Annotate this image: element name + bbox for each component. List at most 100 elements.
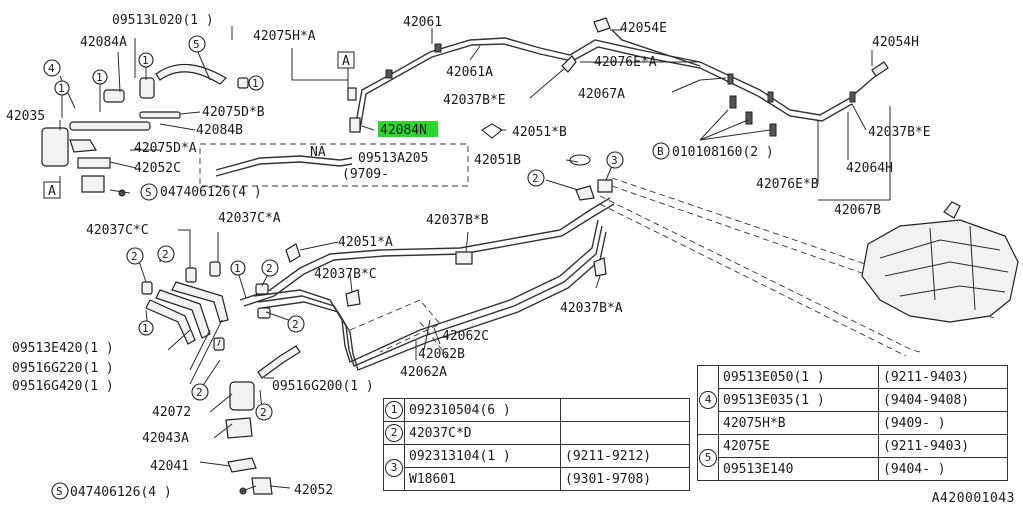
symbol-B: B xyxy=(652,142,670,160)
label-42054H: 42054H xyxy=(872,35,919,50)
bolt-047406126 xyxy=(118,189,126,197)
label-42067A: 42067A xyxy=(578,87,625,102)
grommet-42051B-inner xyxy=(569,154,591,166)
legend-table-left: 1 092310504(6 ) 2 42037C*D 3 092313104(1… xyxy=(383,398,690,491)
label-42061: 42061 xyxy=(403,15,442,30)
date-range: (9409- ) xyxy=(878,411,1008,435)
label-42051B-star: 42051*B xyxy=(512,125,567,140)
clip xyxy=(727,73,734,85)
table-row: 2 42037C*D xyxy=(383,421,690,445)
label-bolt-010108160: 010108160(2 ) xyxy=(672,145,774,160)
clip-42037BE xyxy=(561,55,577,73)
date-range: (9211-9403) xyxy=(878,365,1008,389)
table-row: 3 092313104(1 ) (9211-9212) xyxy=(383,444,690,491)
table-row: 42075H*B (9409- ) xyxy=(698,411,1008,435)
fuel-filter-42072 xyxy=(229,381,255,411)
label-42075DA: 42075D*A xyxy=(134,141,197,156)
grommet-42051B xyxy=(481,123,503,139)
callout-2-a: 2 xyxy=(126,247,144,265)
part-number: 09513E050(1 ) xyxy=(718,365,879,389)
callout-number: 4 xyxy=(699,391,717,409)
hose-end-42054H xyxy=(871,61,889,77)
label-42072: 42072 xyxy=(152,405,191,420)
label-42035: 42035 xyxy=(6,109,45,124)
label-42062C: 42062C xyxy=(442,329,489,344)
ref-box-A-left: A xyxy=(43,181,61,199)
label-09516G200: 09516G200(1 ) xyxy=(272,379,374,394)
label-42084B: 42084B xyxy=(196,123,243,138)
bracket-42075DA xyxy=(69,139,98,153)
label-42084N: 42084N xyxy=(380,123,427,138)
hose-09513E420 xyxy=(145,299,196,345)
callout-1-d: 1 xyxy=(248,75,264,91)
label-42062B: 42062B xyxy=(418,347,465,362)
svg-text:2: 2 xyxy=(196,386,203,399)
symbol-S-bottom: S xyxy=(51,482,69,500)
callout-1-e: 1 xyxy=(230,260,246,276)
callout-2-f: 2 xyxy=(255,403,273,421)
bracket-42052C xyxy=(77,157,111,169)
part-number: 09513E035(1 ) xyxy=(718,388,879,412)
clip-2c xyxy=(255,283,269,295)
clip xyxy=(767,91,774,103)
svg-text:1: 1 xyxy=(252,77,259,90)
fuel-line-mid-1 xyxy=(239,197,611,301)
label-09513L020: 09513L020(1 ) xyxy=(112,13,214,28)
hose-5 xyxy=(155,63,227,85)
clip-42037BC xyxy=(345,289,361,307)
table-row: 1 092310504(6 ) xyxy=(383,398,690,422)
clip-42037BA xyxy=(593,257,607,277)
svg-text:2: 2 xyxy=(532,172,539,185)
svg-text:2: 2 xyxy=(131,250,138,263)
callout-4-top: 4 xyxy=(43,59,61,77)
label-42062A: 42062A xyxy=(400,365,447,380)
label-42075HA: 42075H*A xyxy=(253,29,316,44)
date-range xyxy=(560,398,690,422)
svg-text:A: A xyxy=(48,184,56,199)
callout-1-b: 1 xyxy=(138,52,154,68)
label-42043A: 42043A xyxy=(142,431,189,446)
ref-line xyxy=(419,321,451,361)
part-number: 092313104(1 ) xyxy=(404,444,561,468)
clip-3-right xyxy=(597,179,613,193)
label-42037BA: 42037B*A xyxy=(560,301,623,316)
label-42084A: 42084A xyxy=(80,35,127,50)
hose-42084A xyxy=(103,89,125,103)
symbol-S-top: S xyxy=(140,183,158,201)
callout-3-right: 3 xyxy=(606,151,624,169)
clamp-42041 xyxy=(227,457,257,473)
callout-1-a: 1 xyxy=(92,69,108,85)
date-range: (9404- ) xyxy=(878,457,1008,481)
part-number: 42075H*B xyxy=(718,411,879,435)
canister-42035 xyxy=(41,127,69,167)
label-42037BC: 42037B*C xyxy=(314,267,377,282)
filler-pipe-fitting xyxy=(593,17,611,33)
bolt xyxy=(729,95,737,109)
callout-1-c: 1 xyxy=(54,80,70,96)
callout-2-b: 2 xyxy=(157,245,175,263)
fuel-line-mid-2 xyxy=(243,203,615,307)
label-42037CA: 42037C*A xyxy=(218,211,281,226)
ref-line xyxy=(599,203,907,357)
label-42037BB: 42037B*B xyxy=(426,213,489,228)
leader-lines xyxy=(59,26,891,492)
callout-2-right: 2 xyxy=(527,169,545,187)
part-number: 42075E xyxy=(718,434,879,458)
date-range xyxy=(560,421,690,445)
svg-text:S: S xyxy=(145,186,152,199)
clip-2-right xyxy=(575,185,595,201)
hose-42084B xyxy=(69,121,151,131)
bracket-42052 xyxy=(251,477,273,495)
clip-42037CC xyxy=(185,267,197,283)
ref-line xyxy=(349,299,441,353)
label-42064H: 42064H xyxy=(846,161,893,176)
part-number: 092310504(6 ) xyxy=(404,398,561,422)
na-hose-2 xyxy=(215,161,353,177)
fuel-tank xyxy=(861,219,1019,323)
bolt xyxy=(769,123,777,137)
label-42037BE-2: 42037B*E xyxy=(868,125,931,140)
label-42052C: 42052C xyxy=(134,161,181,176)
table-row: 5 42075E (9211-9403) xyxy=(697,434,1008,481)
label-42037BE-1: 42037B*E xyxy=(443,93,506,108)
callout-2-e: 2 xyxy=(191,383,209,401)
